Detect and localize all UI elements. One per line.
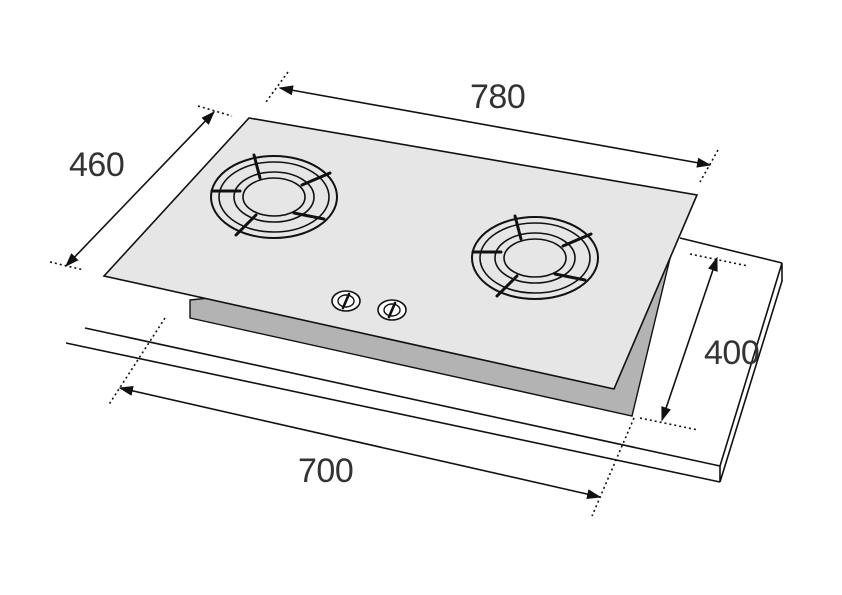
hob-width-label: 780 [470, 78, 525, 116]
dimension-arrow-icon [118, 385, 602, 500]
countertop-back-edge [679, 237, 783, 264]
countertop-right-edge [719, 262, 783, 483]
dimension-arrow-icon [278, 85, 712, 168]
dimension-arrow-icon [661, 256, 718, 422]
dimension-cutout-width: 700 [107, 317, 635, 517]
hob-depth-label: 460 [69, 146, 124, 184]
cutout-depth-label: 400 [704, 334, 759, 372]
gas-burner-icon [210, 153, 338, 239]
control-knob-icon [377, 299, 407, 321]
dimension-arrow-icon [65, 110, 215, 268]
gas-burner-icon [471, 214, 599, 300]
control-knob-icon [331, 290, 361, 312]
dimension-hob-depth: 460 [49, 105, 233, 271]
dimension-cutout-depth: 400 [639, 253, 760, 431]
dimension-hob-width: 780 [265, 71, 719, 183]
cutout-width-label: 700 [298, 452, 353, 490]
